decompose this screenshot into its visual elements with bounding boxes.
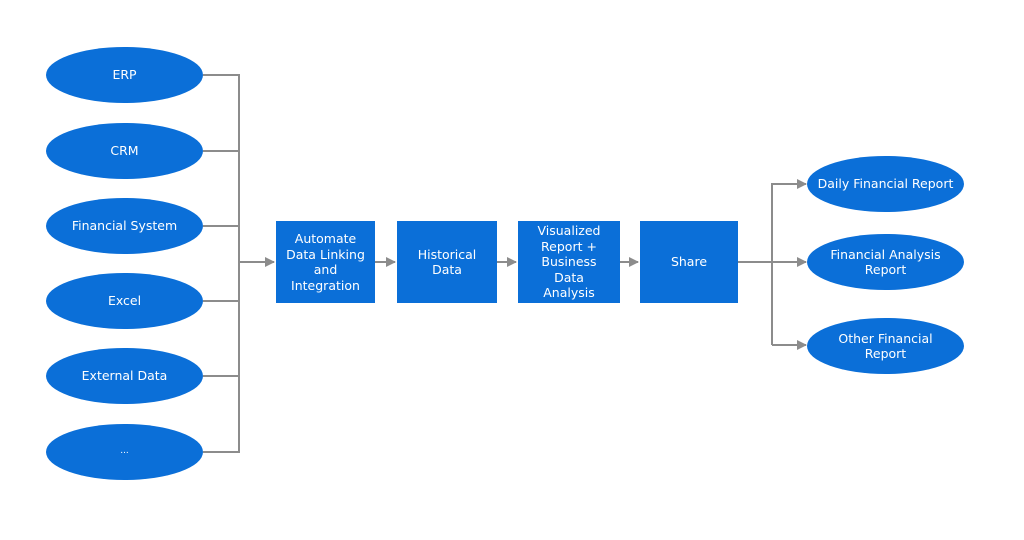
step-share: Share [640, 221, 738, 303]
source-crm-label: CRM [110, 143, 139, 159]
source-financial-system-label: Financial System [71, 218, 178, 234]
step-automate-integration-label: Automate Data Linking and Integration [286, 231, 365, 293]
source-crm: CRM [46, 123, 203, 179]
step-share-label: Share [670, 254, 708, 270]
output-financial-analysis-report-label: Financial Analysis Report [830, 246, 941, 278]
output-daily-financial-report: Daily Financial Report [807, 156, 964, 212]
source-erp-label: ERP [112, 67, 137, 83]
source-excel: Excel [46, 273, 203, 329]
source-financial-system: Financial System [46, 198, 203, 254]
output-other-financial-report: Other Financial Report [807, 318, 964, 374]
source-ellipsis-label: ... [120, 446, 129, 457]
output-financial-analysis-report: Financial Analysis Report [807, 234, 964, 290]
step-historical-data-label: Historical Data [417, 246, 477, 278]
output-other-financial-report-label: Other Financial Report [838, 330, 933, 362]
source-ellipsis: ... [46, 424, 203, 480]
step-visualized-report: Visualized Report + Business Data Analys… [518, 221, 620, 303]
source-external-data: External Data [46, 348, 203, 404]
source-excel-label: Excel [107, 293, 142, 309]
step-visualized-report-label: Visualized Report + Business Data Analys… [537, 223, 601, 301]
step-automate-integration: Automate Data Linking and Integration [276, 221, 375, 303]
source-erp: ERP [46, 47, 203, 103]
source-external-data-label: External Data [81, 368, 168, 384]
output-daily-financial-report-label: Daily Financial Report [817, 176, 954, 192]
step-historical-data: Historical Data [397, 221, 497, 303]
